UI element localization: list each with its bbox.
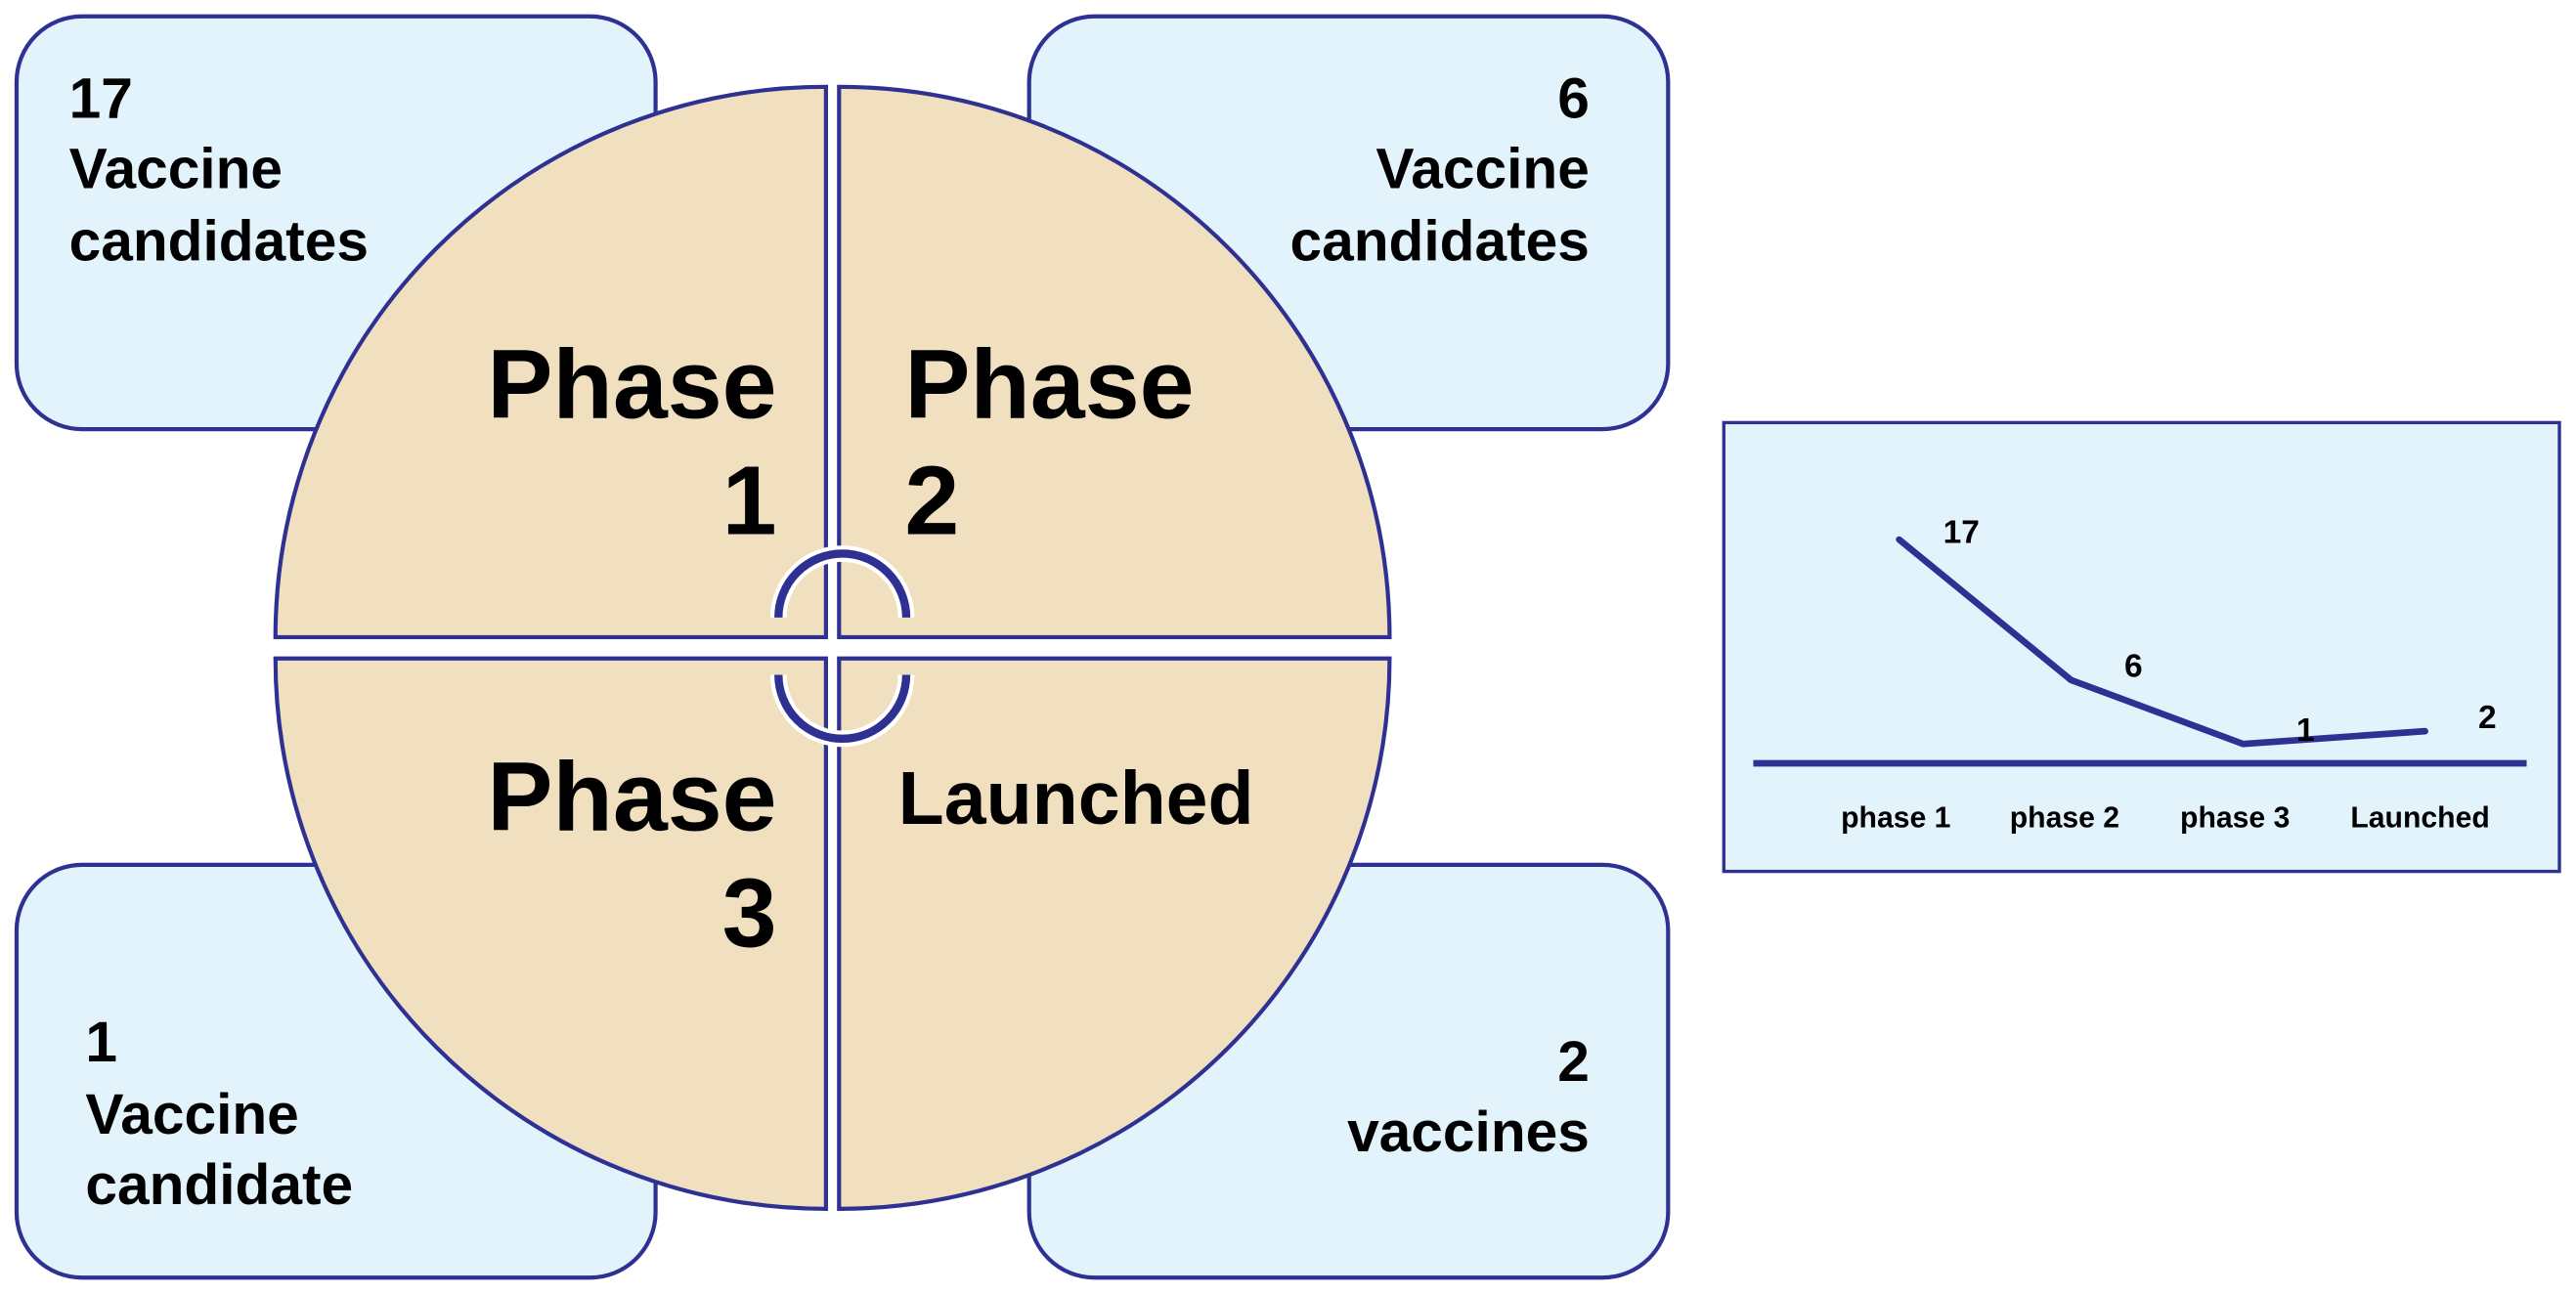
category-label-0: phase 1	[1841, 801, 1950, 834]
data-label-1: 6	[2124, 649, 2143, 685]
data-label-2: 1	[2296, 712, 2315, 749]
phase1-word: Phase	[487, 329, 776, 439]
phase3-word: Phase	[487, 743, 776, 852]
quadrant-phase-1	[273, 84, 828, 640]
launched-word: Launched	[898, 756, 1254, 841]
arrow-arc-top-inner	[774, 549, 911, 618]
data-label-3: 2	[2478, 700, 2497, 736]
tl-line2: candidates	[69, 209, 369, 273]
bl-line1: Vaccine	[85, 1083, 298, 1146]
phase1-num: 1	[722, 446, 777, 555]
category-label-1: phase 2	[2010, 801, 2119, 834]
tr-line1: Vaccine	[1375, 138, 1589, 201]
bl-count: 1	[85, 1011, 117, 1074]
phase2-num: 2	[904, 446, 959, 555]
tl-count: 17	[69, 67, 133, 131]
category-label-3: Launched	[2350, 801, 2489, 834]
tr-line2: candidates	[1290, 209, 1590, 273]
phase3-num: 3	[722, 859, 777, 969]
quadrant-phase-2	[837, 84, 1392, 640]
tl-line1: Vaccine	[69, 138, 283, 201]
data-label-0: 17	[1943, 514, 1980, 550]
bl-line2: candidate	[85, 1153, 353, 1217]
phase2-word: Phase	[904, 329, 1194, 439]
chart-panel	[1722, 420, 2561, 874]
tr-count: 6	[1557, 67, 1590, 131]
category-label-2: phase 3	[2180, 801, 2290, 834]
pipeline-chart: 17 6 1 2 phase 1 phase 2 phase 3 Launched	[1722, 420, 2561, 874]
br-line1: vaccines	[1347, 1100, 1590, 1164]
arrow-arc-bottom-inner	[774, 674, 911, 743]
chart-series-line	[1896, 536, 2428, 748]
br-count: 2	[1557, 1030, 1590, 1094]
quadrant-phase-3	[273, 656, 828, 1211]
quadrant-launched	[837, 656, 1392, 1211]
